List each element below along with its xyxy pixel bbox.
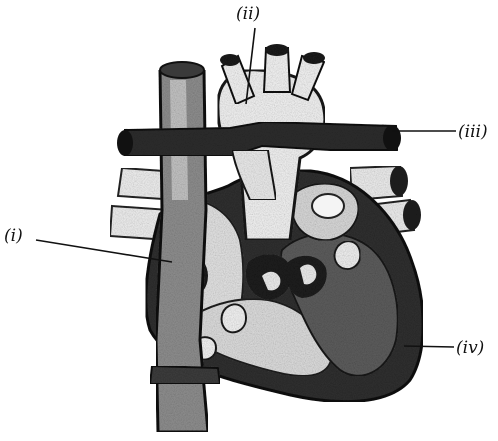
pulmonary-artery-end-left	[117, 130, 133, 156]
label-i: (i)	[4, 228, 23, 245]
lower-vessel	[150, 366, 220, 384]
leader-line-iv	[404, 346, 454, 347]
label-iii: (iii)	[458, 124, 488, 141]
pulmonary-artery-end-right	[383, 125, 401, 151]
vena-cava-top	[160, 62, 204, 78]
label-ii: (ii)	[236, 6, 260, 23]
left-atrium-opening	[312, 194, 344, 218]
label-iv: (iv)	[456, 340, 484, 357]
